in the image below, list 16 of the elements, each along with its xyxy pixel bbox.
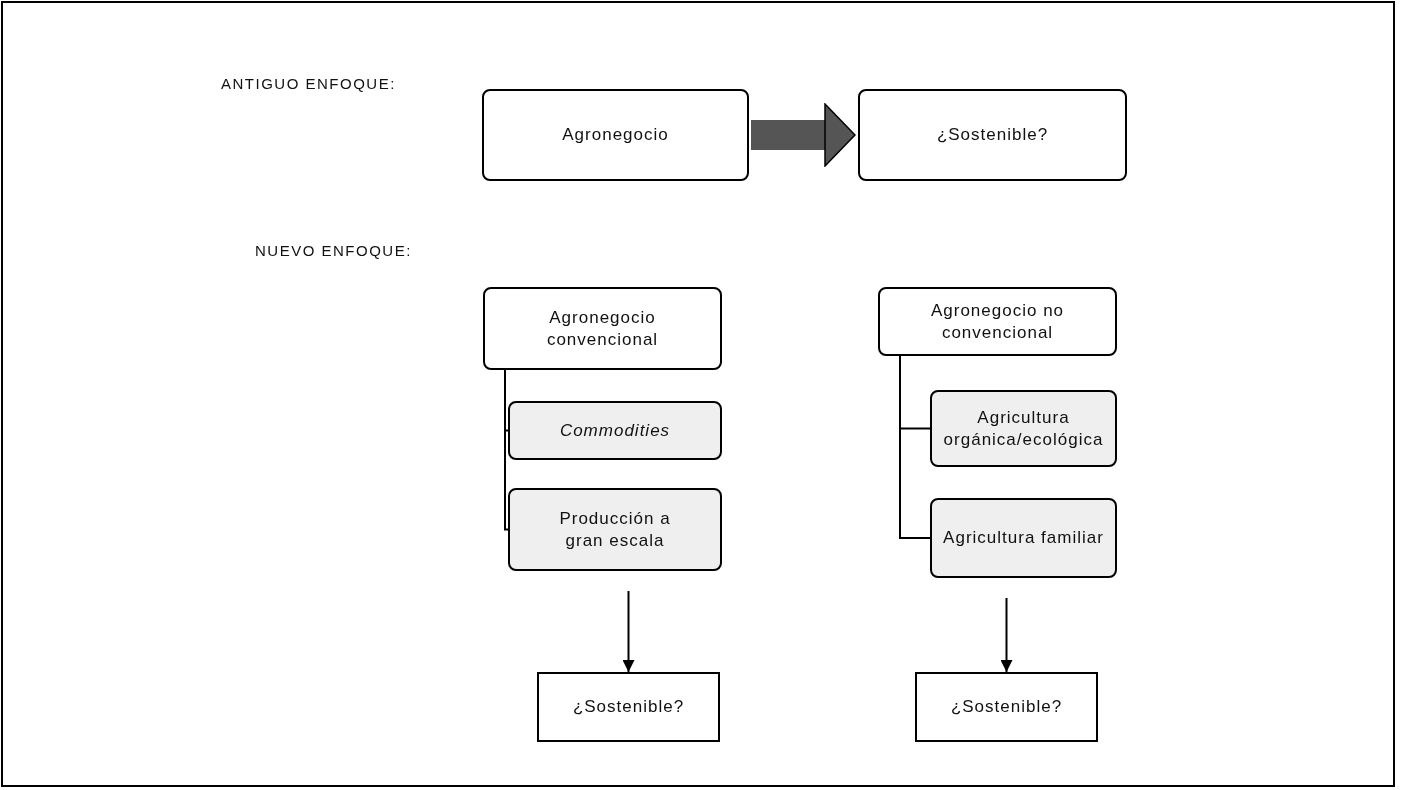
process-box: Agronegocio convencional	[483, 287, 722, 370]
process-box: Agronegocio no convencional	[878, 287, 1117, 356]
process-box: ¿Sostenible?	[858, 89, 1127, 181]
block-arrow	[751, 103, 856, 167]
arrow	[622, 590, 635, 673]
section-heading: NUEVO ENFOQUE:	[255, 242, 412, 259]
result-box: ¿Sostenible?	[537, 672, 720, 742]
connector-line	[899, 355, 931, 539]
result-box: ¿Sostenible?	[915, 672, 1098, 742]
arrow	[1000, 597, 1013, 673]
category-box: Agricultura orgánica/ecológica	[930, 390, 1117, 467]
category-box: Producción a gran escala	[508, 488, 722, 571]
category-box: Agricultura familiar	[930, 498, 1117, 578]
category-box: Commodities	[508, 401, 722, 460]
process-box: Agronegocio	[482, 89, 749, 181]
section-heading: ANTIGUO ENFOQUE:	[221, 75, 396, 92]
